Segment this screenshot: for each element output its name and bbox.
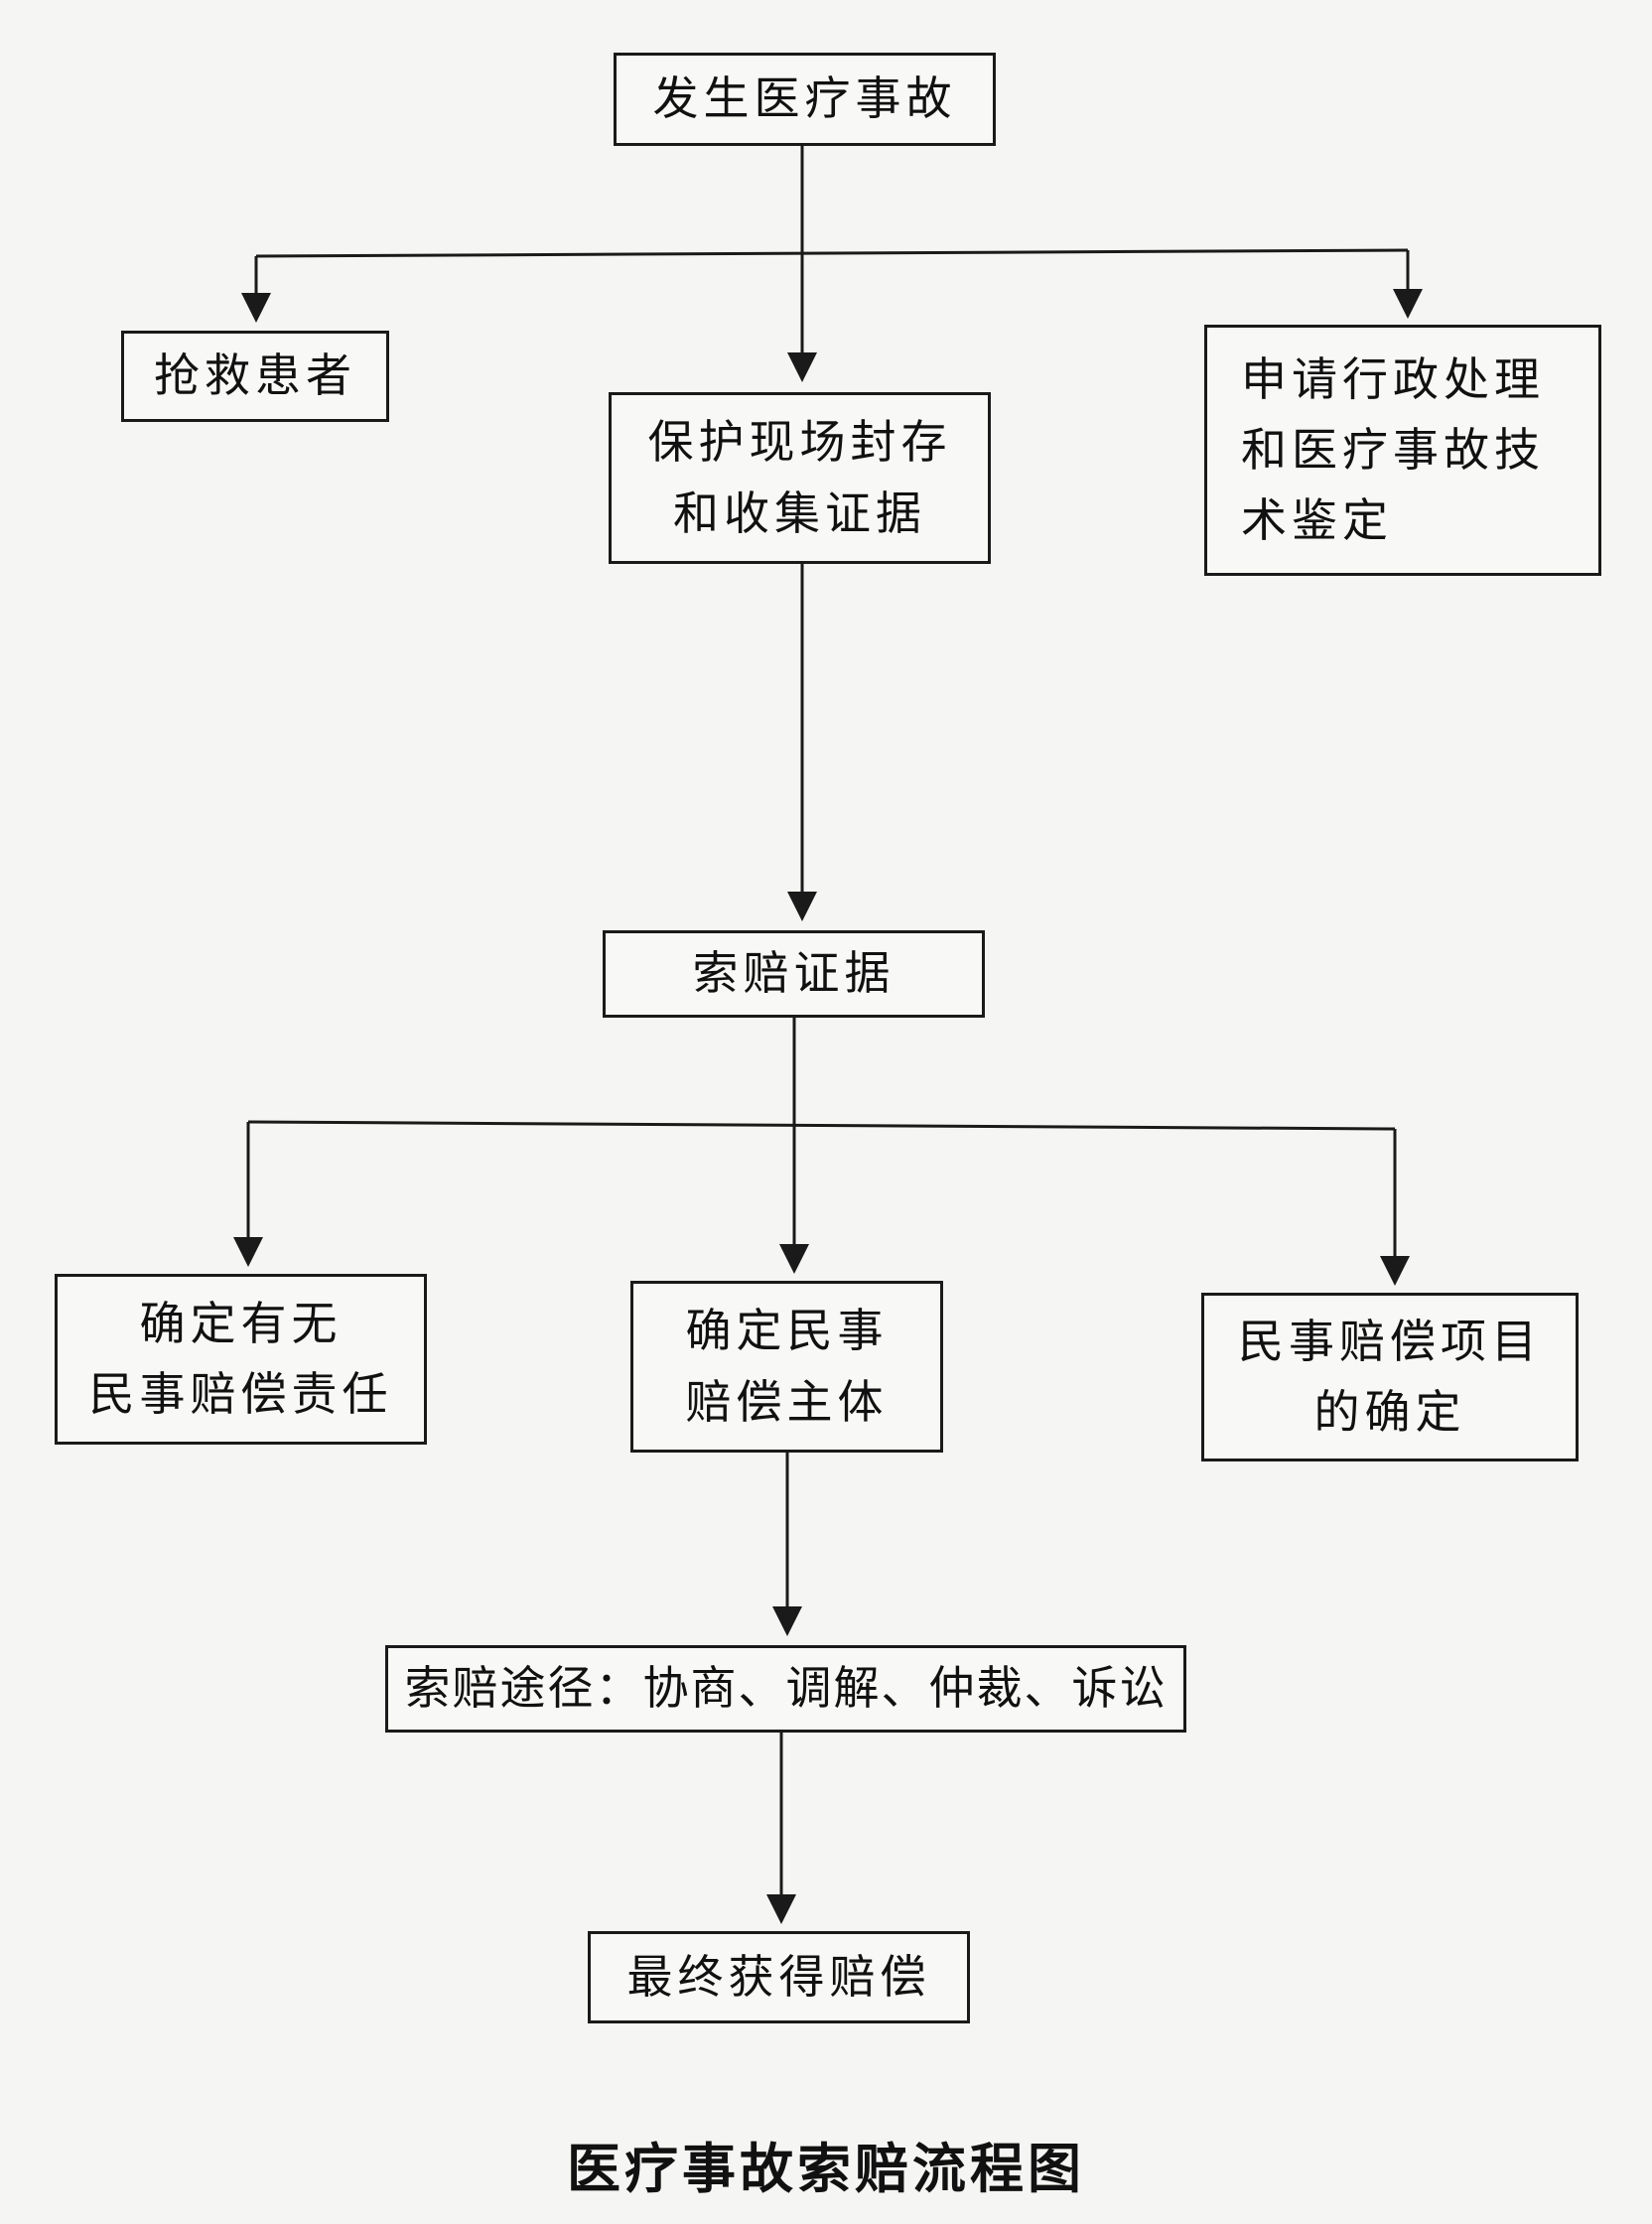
node-liability: 确定有无 民事赔偿责任 — [55, 1274, 427, 1445]
diagram-caption: 医疗事故索赔流程图 — [567, 2138, 1085, 2200]
branch-line-top — [255, 248, 1409, 258]
node-items: 民事赔偿项目 的确定 — [1201, 1293, 1579, 1461]
node-subject-line-2: 赔偿主体 — [685, 1374, 889, 1429]
node-preserve-line-1: 保护现场封存 — [647, 415, 952, 470]
node-subject-line-1: 确定民事 — [685, 1304, 889, 1358]
node-channels-line: 索赔途径：协商、调解、仲裁、诉讼 — [404, 1661, 1168, 1716]
node-preserve: 保护现场封存 和收集证据 — [609, 392, 991, 564]
node-liability-line-1: 确定有无 — [139, 1296, 343, 1350]
node-evidence-line: 索赔证据 — [692, 946, 895, 1001]
node-evidence: 索赔证据 — [603, 930, 985, 1018]
node-liability-line-2: 民事赔偿责任 — [88, 1367, 393, 1421]
node-items-line-1: 民事赔偿项目 — [1238, 1314, 1542, 1368]
node-rescue: 抢救患者 — [121, 331, 389, 422]
node-channels: 索赔途径：协商、调解、仲裁、诉讼 — [385, 1645, 1186, 1733]
node-subject: 确定民事 赔偿主体 — [630, 1281, 943, 1453]
node-final-line: 最终获得赔偿 — [626, 1949, 931, 2004]
node-final: 最终获得赔偿 — [588, 1931, 970, 2023]
node-preserve-line-2: 和收集证据 — [673, 486, 926, 540]
node-admin-line-2: 和医疗事故技 — [1241, 422, 1545, 477]
branch-line-middle — [247, 1120, 1396, 1131]
node-start-line: 发生医疗事故 — [652, 71, 957, 126]
node-start: 发生医疗事故 — [614, 53, 996, 146]
node-admin-line-3: 术鉴定 — [1241, 493, 1393, 548]
node-admin-line-1: 申请行政处理 — [1241, 351, 1545, 406]
node-items-line-2: 的确定 — [1313, 1385, 1466, 1439]
node-admin: 申请行政处理 和医疗事故技 术鉴定 — [1204, 325, 1601, 576]
node-rescue-line: 抢救患者 — [154, 348, 356, 403]
